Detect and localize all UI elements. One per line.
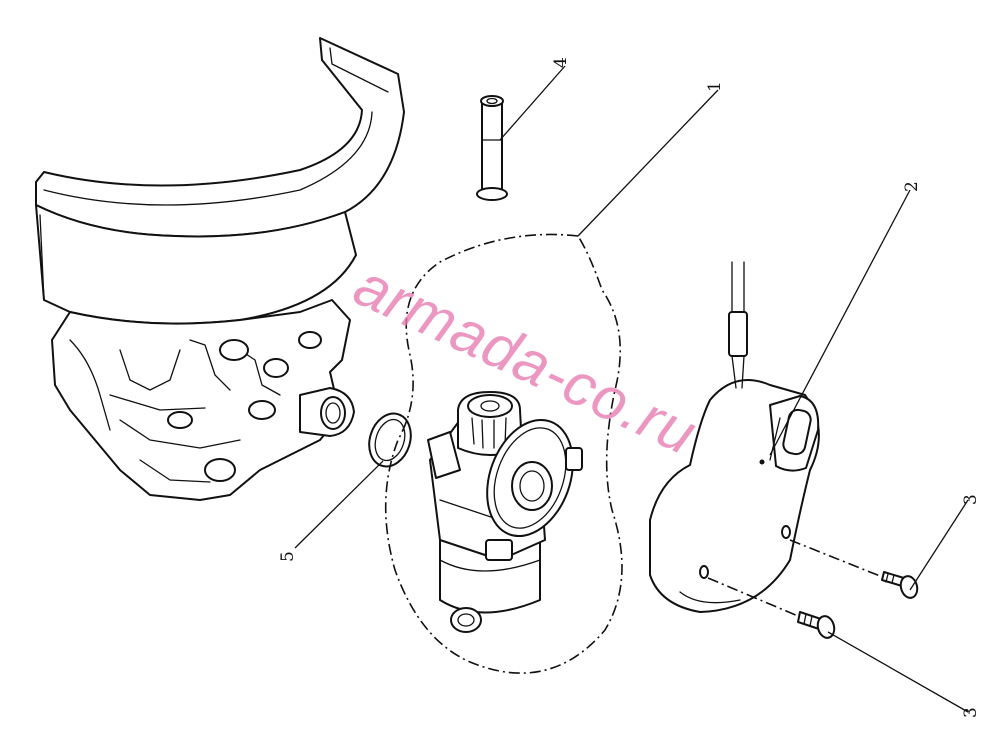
- carburetor-assembly-boundary: [384, 233, 623, 674]
- assembly-lines: [707, 539, 881, 617]
- callout-4: 4: [551, 57, 571, 68]
- callout-3-upper: 3: [961, 494, 981, 505]
- carburetor: [427, 391, 583, 633]
- callout-1: 1: [705, 81, 725, 92]
- engine-housing: [35, 37, 405, 501]
- gasket-ring: [368, 412, 412, 468]
- fuel-tube: [476, 95, 508, 201]
- leader-lines: [294, 65, 969, 713]
- callout-3-lower: 3: [961, 707, 981, 718]
- callout-2: 2: [902, 181, 922, 192]
- screw-lower: [797, 611, 836, 639]
- callout-5: 5: [278, 551, 298, 562]
- cover-plate: [649, 261, 820, 613]
- screw-upper: [881, 571, 919, 599]
